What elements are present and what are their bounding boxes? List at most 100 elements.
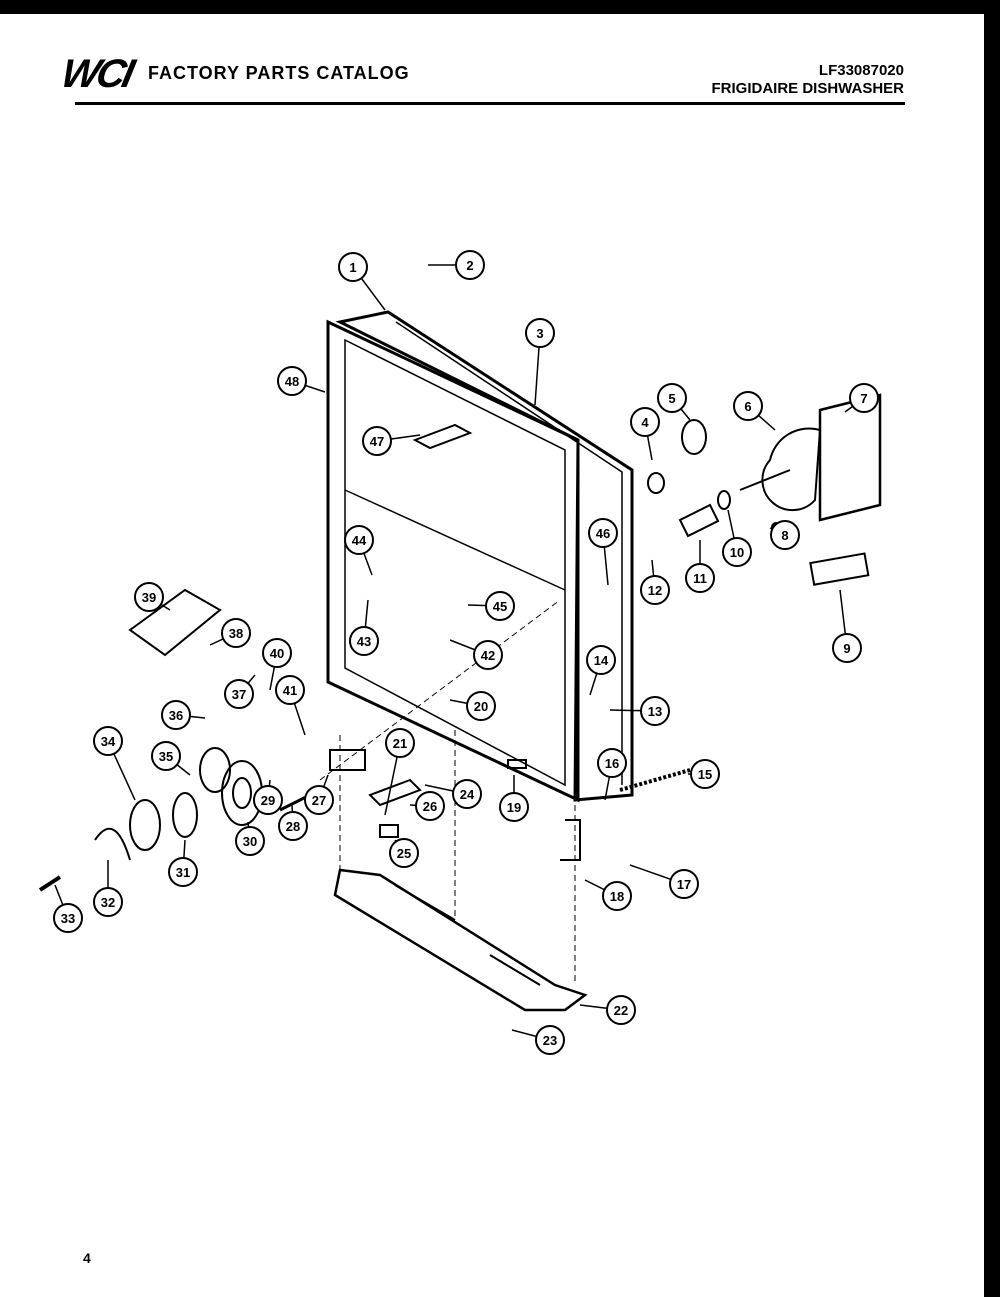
callout-circle: [473, 640, 503, 670]
hinge-arm: [560, 819, 581, 861]
callout-circle: [597, 748, 627, 778]
switch-part: [329, 749, 366, 771]
callout-number: 15: [698, 767, 712, 782]
callout-circle: [722, 537, 752, 567]
callout-circle: [161, 700, 191, 730]
callout-26: 26: [409, 791, 445, 821]
kick-plate: [333, 868, 588, 1012]
callout-circle: [53, 903, 83, 933]
callout-11: 11: [685, 540, 715, 593]
callout-7: 7: [844, 383, 879, 413]
callout-15: 15: [688, 759, 720, 789]
callout-number: 48: [285, 374, 299, 389]
callout-number: 41: [283, 683, 297, 698]
callout-20: 20: [449, 691, 496, 721]
callout-number: 11: [693, 571, 707, 586]
shield-part: [128, 588, 222, 657]
callout-circle: [93, 726, 123, 756]
callout-number: 2: [466, 258, 473, 273]
callout-number: 29: [261, 793, 275, 808]
callout-45: 45: [467, 591, 515, 621]
callout-34: 34: [93, 726, 136, 801]
callout-32: 32: [93, 860, 123, 917]
callout-number: 3: [536, 326, 543, 341]
callout-number: 27: [312, 793, 326, 808]
callout-circle: [466, 691, 496, 721]
knob-part: [761, 427, 822, 512]
callout-number: 9: [843, 641, 850, 656]
callout-number: 44: [352, 533, 367, 548]
callout-21: 21: [384, 728, 415, 816]
callout-36: 36: [161, 700, 206, 730]
callout-9: 9: [832, 589, 862, 663]
callout-circle: [588, 518, 618, 548]
callout-44: 44: [344, 525, 374, 576]
callout-number: 32: [101, 895, 115, 910]
wire-part: [94, 827, 131, 861]
callout-10: 10: [722, 509, 752, 567]
callout-8: 8: [769, 520, 800, 550]
catalog-title: FACTORY PARTS CATALOG: [148, 63, 410, 83]
callout-circle: [93, 887, 123, 917]
callout-number: 40: [270, 646, 284, 661]
callout-number: 19: [507, 800, 521, 815]
callout-number: 16: [605, 756, 619, 771]
callout-circle: [485, 591, 515, 621]
callout-circle: [134, 582, 164, 612]
callout-circle: [535, 1025, 565, 1055]
callout-1: 1: [338, 252, 386, 311]
callout-37: 37: [224, 674, 256, 709]
callout-number: 43: [357, 634, 371, 649]
callout-circle: [224, 679, 254, 709]
callout-number: 46: [596, 526, 610, 541]
callout-circle: [151, 741, 181, 771]
hinge-spring: [619, 768, 691, 792]
callout-number: 35: [159, 749, 173, 764]
callout-5: 5: [657, 383, 691, 421]
callout-number: 37: [232, 687, 246, 702]
callout-38: 38: [209, 618, 251, 648]
callout-number: 47: [370, 434, 384, 449]
callout-circle: [606, 995, 636, 1025]
callout-35: 35: [151, 741, 191, 776]
callout-circle: [415, 791, 445, 821]
callout-circle: [262, 638, 292, 668]
callout-circle: [275, 675, 305, 705]
callout-circle: [389, 838, 419, 868]
callout-number: 5: [668, 391, 675, 406]
callout-number: 13: [648, 704, 662, 719]
callout-number: 10: [730, 545, 744, 560]
door-panel-inner-edge: [344, 338, 566, 787]
callout-circle: [586, 645, 616, 675]
callout-number: 23: [543, 1033, 557, 1048]
callout-number: 31: [176, 865, 190, 880]
callout-number: 12: [648, 583, 662, 598]
callout-number: 45: [493, 599, 507, 614]
callout-number: 39: [142, 590, 156, 605]
callout-number: 6: [744, 399, 751, 414]
callout-28: 28: [278, 804, 308, 841]
callout-46: 46: [588, 518, 618, 586]
callout-25: 25: [389, 838, 419, 868]
page-border-right: [984, 0, 1000, 1297]
callout-number: 14: [594, 653, 609, 668]
callout-number: 8: [781, 528, 788, 543]
callout-6: 6: [733, 391, 776, 431]
callout-43: 43: [349, 599, 379, 656]
callout-33: 33: [53, 884, 83, 933]
callout-circle: [385, 728, 415, 758]
callout-circle: [455, 250, 485, 280]
callout-number: 34: [101, 734, 116, 749]
callout-number: 18: [610, 889, 624, 904]
callout-number: 7: [860, 391, 867, 406]
callout-42: 42: [449, 639, 503, 670]
callout-number: 21: [393, 736, 407, 751]
callout-31: 31: [168, 839, 198, 887]
callout-circle: [640, 575, 670, 605]
callout-number: 25: [397, 846, 411, 861]
callout-circle: [168, 857, 198, 887]
callout-circle: [221, 618, 251, 648]
callout-circle: [499, 792, 529, 822]
callout-number: 33: [61, 911, 75, 926]
